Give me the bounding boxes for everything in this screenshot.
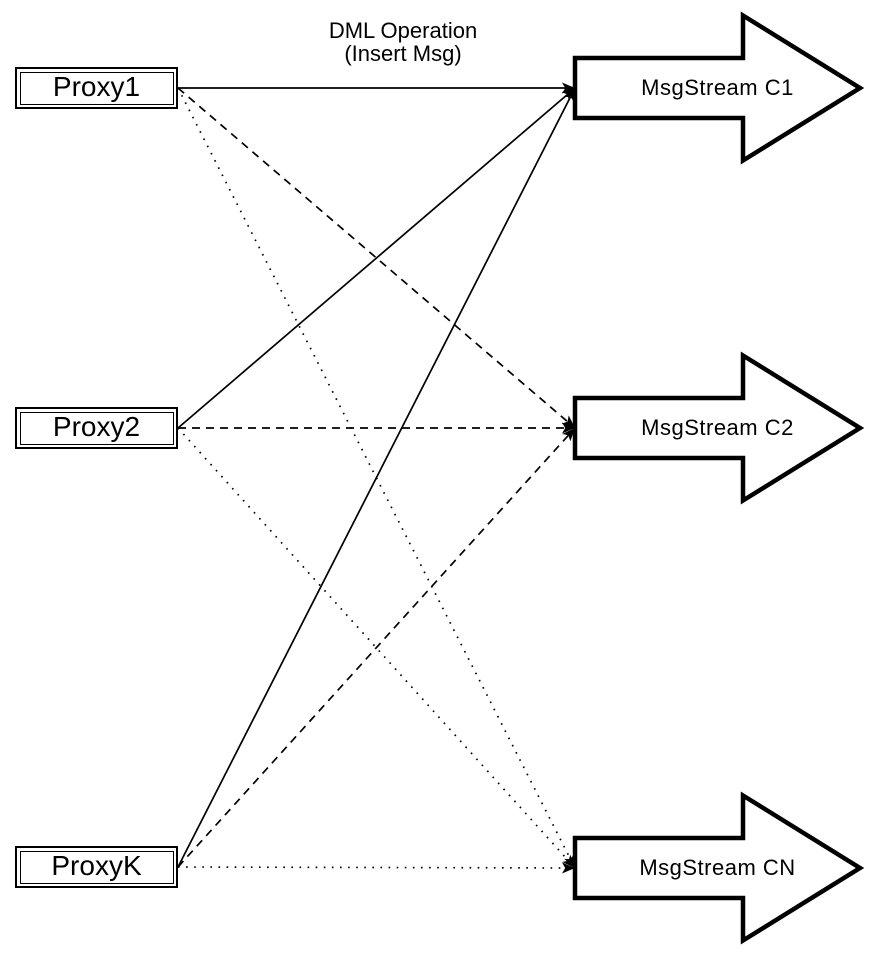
stream-c1-label: MsgStream C1	[641, 75, 794, 100]
stream-arrow-cn	[572, 791, 865, 945]
stream-arrow-shape-c1	[572, 11, 865, 165]
edge-proxyk-cn	[177, 862, 576, 874]
node-proxyk-frame: ProxyK	[19, 850, 174, 884]
stream-cn-label: MsgStream CN	[639, 855, 796, 880]
node-proxy1: Proxy1	[15, 67, 178, 109]
stream-c2-label: MsgStream C2	[641, 415, 794, 440]
edge-proxyk-c2	[177, 427, 576, 868]
node-proxyk-label: ProxyK	[51, 850, 142, 881]
diagram-title: DML Operation (Insert Msg)	[328, 18, 478, 66]
edge-lines	[177, 82, 576, 874]
node-proxyk: ProxyK	[15, 846, 178, 888]
node-proxy1-label: Proxy1	[52, 71, 141, 102]
stream-arrow-c1	[572, 11, 865, 165]
node-proxy2-frame: Proxy2	[19, 411, 174, 445]
edge-proxy1-c2	[177, 87, 576, 429]
edge-proxy2-c1	[177, 87, 576, 429]
edge-proxy2-cn	[177, 427, 576, 869]
node-proxy2: Proxy2	[15, 407, 178, 449]
node-proxy1-frame: Proxy1	[19, 71, 174, 105]
edge-proxyk-c1	[177, 87, 576, 868]
stream-arrow-shape-c2	[572, 351, 865, 505]
stream-arrow-shape-cn	[572, 791, 865, 945]
node-proxy2-label: Proxy2	[52, 411, 141, 442]
stream-arrow-c2	[572, 351, 865, 505]
